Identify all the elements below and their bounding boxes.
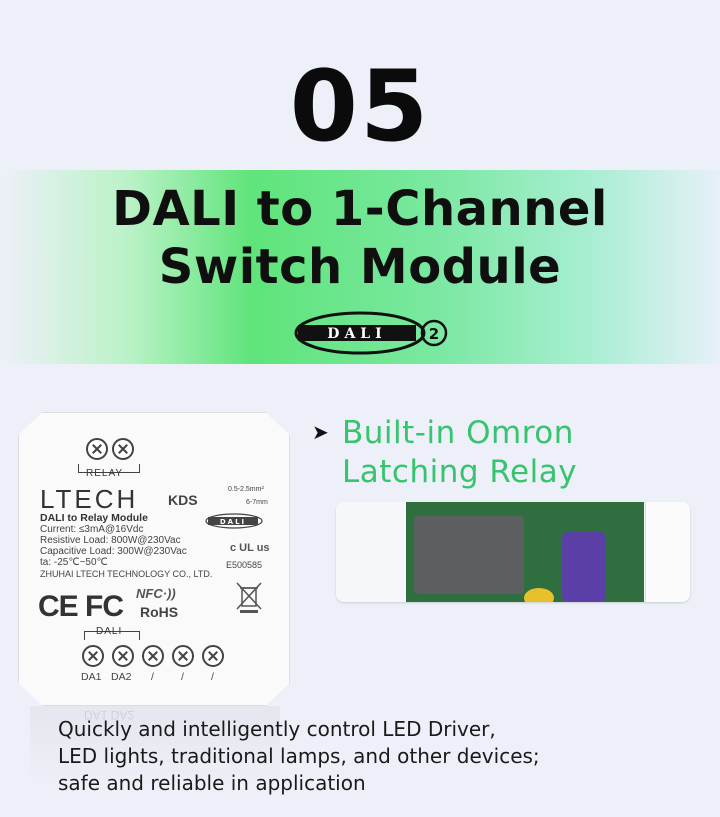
terminal-da2 — [112, 645, 134, 667]
terminal-3 — [142, 645, 164, 667]
module-reflection — [30, 706, 280, 786]
dali-badge-text: DALI — [220, 518, 246, 526]
relay-terminal-1 — [86, 438, 108, 460]
relay-bracket — [78, 464, 140, 473]
wire-spec-top: 0.5-2.5mm² — [228, 486, 264, 493]
dali2-logo: DALI 2 — [294, 311, 448, 355]
dali-logo-sup: 2 — [429, 325, 439, 343]
nfc-mark: NFC·)) — [136, 586, 176, 601]
description-line-1: Quickly and intelligently control LED Dr… — [58, 717, 496, 741]
housing-right — [645, 502, 690, 602]
description-line-3: safe and reliable in application — [58, 771, 366, 795]
dali-badge-icon: DALI — [205, 513, 263, 529]
brand-logo: LTECH — [40, 484, 139, 514]
page-title: DALI to 1-Channel Switch Module — [0, 180, 720, 296]
terminal-5 — [202, 645, 224, 667]
nfc-icon: ·)) — [162, 586, 176, 601]
wire-spec: 0.5-2.5mm² 6-7mm — [228, 486, 268, 506]
terminal-label-4: / — [181, 671, 184, 683]
weee-bin-icon — [236, 582, 262, 613]
relay-label: RELAY — [86, 468, 124, 479]
dali-terminal-label: DALI — [96, 626, 123, 637]
capacitor — [562, 532, 606, 602]
model-label: KDS — [168, 492, 198, 508]
feature-line-2: Latching Relay — [342, 454, 578, 490]
relay-terminal-2 — [112, 438, 134, 460]
terminal-label-5: / — [211, 671, 214, 683]
description: Quickly and intelligently control LED Dr… — [58, 716, 540, 797]
spec-capacitive: Capacitive Load: 300W@230Vac — [40, 546, 187, 557]
yellow-component — [524, 588, 554, 602]
title-line-1: DALI to 1-Channel — [112, 181, 608, 237]
feature-heading: Built-in Omron Latching Relay — [342, 414, 577, 492]
terminal-label-da2: DA2 — [111, 671, 132, 683]
terminal-label-3: / — [151, 671, 154, 683]
spec-current: Current: ≤3mA@16Vdc — [40, 524, 144, 535]
dali-bracket — [84, 631, 140, 640]
rohs-mark: RoHS — [140, 604, 179, 620]
spec-resistive: Resistive Load: 800W@230Vac — [40, 535, 181, 546]
section-number: 05 — [289, 50, 431, 164]
relay-cutaway-image — [336, 502, 690, 602]
terminal-label-da1: DA1 — [81, 671, 102, 683]
housing-left — [336, 502, 407, 602]
omron-relay — [414, 516, 524, 594]
title-line-2: Switch Module — [158, 239, 562, 295]
ul-mark: c UL us — [230, 542, 270, 554]
spec-temperature: ta: -25℃~50℃ — [40, 557, 108, 568]
feature-line-1: Built-in Omron — [342, 415, 574, 451]
terminal-4 — [172, 645, 194, 667]
description-line-2: LED lights, traditional lamps, and other… — [58, 744, 540, 768]
dali-logo-text: DALI — [327, 326, 386, 342]
terminal-da1 — [82, 645, 104, 667]
wire-spec-bottom: 6-7mm — [246, 499, 268, 506]
cert-number: E500585 — [226, 560, 263, 570]
nfc-text: NFC — [136, 586, 163, 601]
module-name: DALI to Relay Module — [40, 512, 148, 524]
spec-manufacturer: ZHUHAI LTECH TECHNOLOGY CO., LTD. — [40, 569, 213, 579]
ce-fc-mark: CE FC — [38, 590, 124, 623]
feature-arrow-icon: ➤ — [312, 420, 329, 444]
